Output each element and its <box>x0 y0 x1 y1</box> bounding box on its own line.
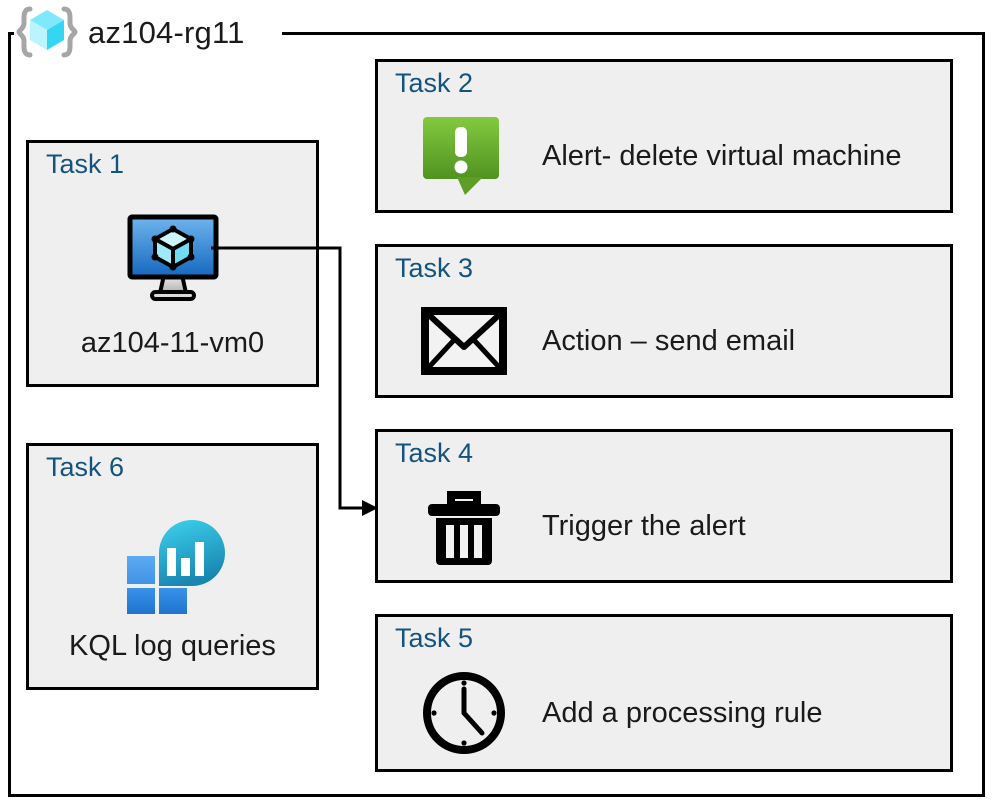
task-4-title: Task 4 <box>395 438 474 468</box>
resource-group-icon <box>16 4 78 60</box>
virtual-machine-icon <box>29 201 316 316</box>
resource-group-container <box>8 32 985 797</box>
task-5-label: Add a processing rule <box>542 696 823 729</box>
resource-group-title: az104-rg11 <box>88 14 245 50</box>
task-2-label: Alert- delete virtual machine <box>542 139 902 172</box>
alert-bubble-icon <box>418 110 510 202</box>
task-1-label: az104-11-vm0 <box>80 327 265 359</box>
task-3-label: Action – send email <box>542 324 796 357</box>
task-6-label: KQL log queries <box>69 630 276 662</box>
task-2-title: Task 2 <box>395 68 474 98</box>
task-3-title: Task 3 <box>395 253 474 283</box>
task-card-task-4[interactable]: Task 4 Trigger the alert <box>375 429 953 583</box>
title-border-gap <box>14 24 282 42</box>
resource-group-header: az104-rg11 <box>16 4 245 60</box>
task-1-title: Task 1 <box>46 149 125 179</box>
envelope-icon <box>418 295 510 387</box>
trash-can-icon <box>418 480 510 572</box>
task-6-title: Task 6 <box>46 452 125 482</box>
task-card-task-3[interactable]: Task 3 Action – send email <box>375 244 953 398</box>
task-5-title: Task 5 <box>395 623 474 653</box>
task-card-task-6[interactable]: Task 6 <box>26 443 319 690</box>
log-analytics-icon <box>29 504 316 619</box>
task-card-task-5[interactable]: Task 5 Add a processing rule <box>375 614 953 772</box>
task-card-task-2[interactable]: Task 2 Alert- delete vir <box>375 59 953 213</box>
clock-icon <box>418 667 510 759</box>
task-card-task-1[interactable]: Task 1 <box>26 140 319 387</box>
task-4-label: Trigger the alert <box>542 509 746 542</box>
